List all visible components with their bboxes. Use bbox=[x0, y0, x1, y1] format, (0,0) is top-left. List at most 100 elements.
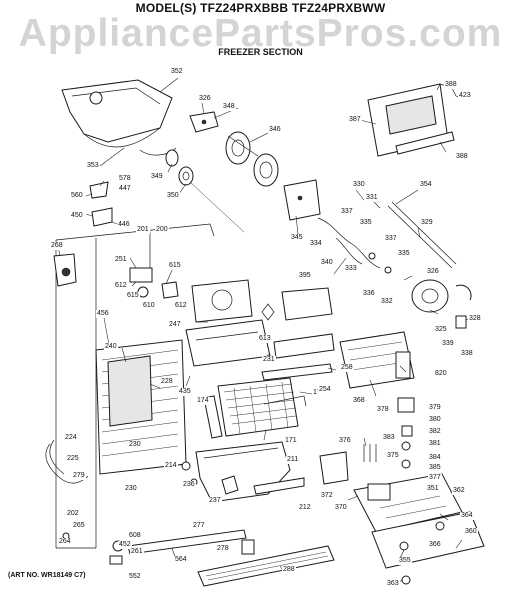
callout-435: 435 bbox=[178, 388, 192, 396]
callout-384: 384 bbox=[428, 454, 442, 462]
callout-370: 370 bbox=[334, 504, 348, 512]
part-freezer-basket-211 bbox=[195, 441, 305, 503]
part-housing-360 bbox=[371, 511, 485, 569]
callout-326-b: 326 bbox=[426, 268, 440, 276]
part-thermostat-268 bbox=[53, 253, 77, 287]
part-freezer-liner-201 bbox=[55, 223, 215, 549]
callout-351: 351 bbox=[426, 485, 440, 493]
callout-360: 360 bbox=[464, 528, 478, 536]
callout-354: 354 bbox=[419, 181, 433, 189]
callout-174: 174 bbox=[196, 397, 210, 405]
callout-446: 446 bbox=[117, 221, 131, 229]
callout-395: 395 bbox=[298, 272, 312, 280]
callout-330: 330 bbox=[352, 181, 366, 189]
part-duct-231 bbox=[261, 333, 335, 381]
callout-612-b: 612 bbox=[174, 302, 188, 310]
callout-277: 277 bbox=[192, 522, 206, 530]
callout-325: 325 bbox=[434, 326, 448, 334]
callout-364: 364 bbox=[460, 512, 474, 520]
callout-348: 348 bbox=[222, 103, 236, 111]
callout-387: 387 bbox=[348, 116, 362, 124]
part-bracket-345 bbox=[283, 179, 321, 221]
callout-552: 552 bbox=[128, 573, 142, 581]
part-ice-maker-820 bbox=[339, 331, 415, 389]
part-tubing-224 bbox=[45, 439, 89, 484]
callout-355: 355 bbox=[398, 557, 412, 565]
callout-225: 225 bbox=[66, 455, 80, 463]
callout-578: 578 bbox=[118, 175, 132, 183]
callout-613: 613 bbox=[258, 335, 272, 343]
callout-608: 608 bbox=[128, 532, 142, 540]
part-auger-motor-325 bbox=[411, 279, 472, 329]
part-fan-blade-613 bbox=[261, 303, 275, 321]
callout-346: 346 bbox=[268, 126, 282, 134]
callout-332: 332 bbox=[380, 298, 394, 306]
callout-423: 423 bbox=[458, 92, 472, 100]
callout-228: 228 bbox=[160, 378, 174, 386]
callout-382: 382 bbox=[428, 428, 442, 436]
callout-265: 265 bbox=[72, 522, 86, 530]
callout-452: 452 bbox=[118, 541, 132, 549]
callout-380: 380 bbox=[428, 416, 442, 424]
art-number: (ART NO. WR18149 C7) bbox=[8, 572, 86, 579]
callout-201: 201 bbox=[136, 226, 150, 234]
section-title: FREEZER SECTION bbox=[218, 47, 303, 57]
callout-212: 212 bbox=[298, 504, 312, 512]
part-shelf-bar-174 bbox=[203, 395, 223, 439]
site-watermark: AppliancePartsPros.com bbox=[18, 12, 503, 55]
callout-381: 381 bbox=[428, 440, 442, 448]
callout-340: 340 bbox=[320, 259, 334, 267]
callout-379: 379 bbox=[428, 404, 442, 412]
callout-350: 350 bbox=[166, 192, 180, 200]
callout-388-lower: 388 bbox=[455, 153, 469, 161]
callout-610: 610 bbox=[142, 302, 156, 310]
callout-278: 278 bbox=[216, 545, 230, 553]
callout-214: 214 bbox=[164, 462, 178, 470]
part-evaporator-456 bbox=[95, 339, 187, 475]
part-light-assembly-612 bbox=[129, 267, 179, 299]
callout-362: 362 bbox=[452, 487, 466, 495]
callout-450: 450 bbox=[70, 212, 84, 220]
callout-224: 224 bbox=[64, 434, 78, 442]
callout-171: 171 bbox=[284, 437, 298, 445]
part-wire-basket-171 bbox=[217, 377, 307, 437]
callout-230: 230 bbox=[128, 441, 142, 449]
callout-383: 383 bbox=[382, 434, 396, 442]
callout-251: 251 bbox=[114, 256, 128, 264]
callout-211: 211 bbox=[286, 456, 300, 464]
callout-352: 352 bbox=[170, 68, 184, 76]
callout-376: 376 bbox=[338, 437, 352, 445]
callout-363: 363 bbox=[386, 580, 400, 588]
callout-820: 820 bbox=[434, 370, 448, 378]
callout-377: 377 bbox=[428, 474, 442, 482]
part-dispenser-378 bbox=[363, 397, 415, 469]
part-door-shelf-387 bbox=[367, 83, 457, 157]
callout-333: 333 bbox=[344, 265, 358, 273]
callout-237: 237 bbox=[208, 497, 222, 505]
callout-456: 456 bbox=[96, 310, 110, 318]
part-roller-278 bbox=[241, 539, 255, 555]
callout-335-b: 335 bbox=[397, 250, 411, 258]
callout-328: 328 bbox=[468, 315, 482, 323]
callout-268: 268 bbox=[50, 242, 64, 250]
callout-375: 375 bbox=[386, 452, 400, 460]
callout-368: 368 bbox=[352, 397, 366, 405]
callout-231: 231 bbox=[262, 356, 276, 364]
callout-372: 372 bbox=[320, 492, 334, 500]
callout-385: 385 bbox=[428, 464, 442, 472]
callout-236: 236 bbox=[182, 481, 196, 489]
callout-261: 261 bbox=[130, 548, 144, 556]
part-clip-237 bbox=[221, 475, 239, 495]
callout-615: 615 bbox=[168, 262, 182, 270]
callout-288: 288 bbox=[282, 566, 296, 574]
part-fasteners-355 bbox=[399, 521, 445, 585]
model-numbers-header: MODEL(S) TFZ24PRXBBB TFZ24PRXBWW bbox=[135, 1, 386, 15]
callout-329: 329 bbox=[420, 219, 434, 227]
callout-615-b: 615 bbox=[126, 292, 140, 300]
part-cover-372 bbox=[319, 451, 349, 485]
part-bracket-348 bbox=[189, 111, 219, 133]
part-fan-shroud-247 bbox=[185, 279, 271, 367]
part-ice-bucket-352 bbox=[61, 79, 177, 156]
